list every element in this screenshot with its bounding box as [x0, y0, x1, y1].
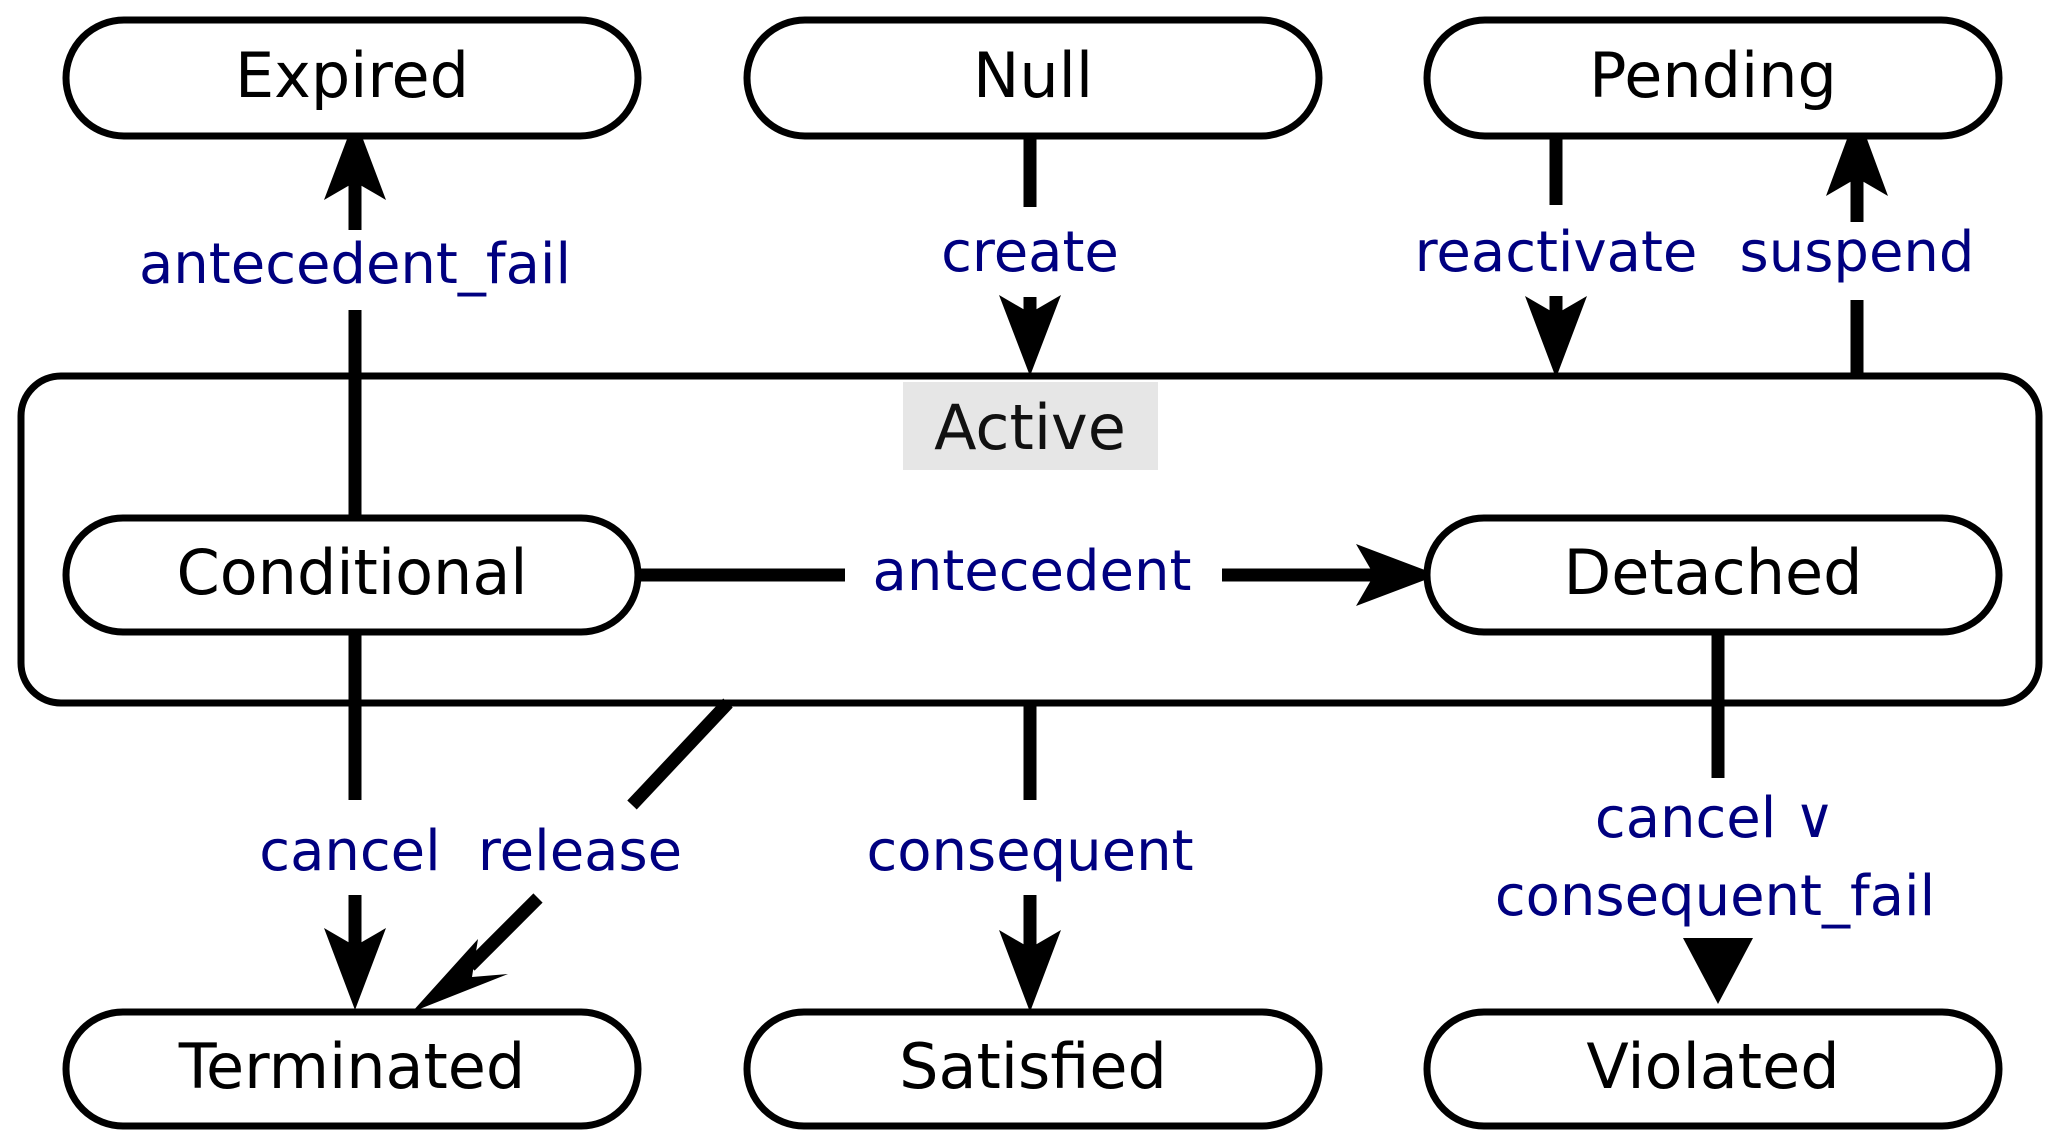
state-node-null-label: Null: [973, 39, 1093, 112]
edge-label-antecedent-fail: antecedent_fail: [139, 232, 571, 297]
arrowhead-suspend: [1826, 112, 1888, 196]
state-node-violated-shape: [1423, 1008, 2003, 1130]
arrowhead-cancel-or-fail: [1683, 938, 1753, 1004]
arrowhead-create: [999, 295, 1061, 376]
state-node-pending-shape: [1423, 16, 2003, 140]
state-node-violated-label: Violated: [1586, 1030, 1839, 1103]
state-node-conditional[interactable]: Conditional: [62, 514, 642, 636]
region-active-label-background: [903, 382, 1158, 470]
state-node-terminated-shape: [62, 1008, 642, 1130]
arrowhead-antecedent: [1356, 544, 1438, 606]
edge-label-cancel-or-fail-line1: cancel ∨: [1595, 786, 1835, 851]
arrowhead-antecedent-fail: [324, 118, 386, 200]
edge-label-create: create: [941, 220, 1119, 285]
state-node-null-shape: [743, 16, 1323, 140]
state-node-satisfied-shape: [743, 1008, 1323, 1130]
state-node-satisfied[interactable]: Satisfied: [743, 1008, 1323, 1130]
edge-line-release-lower: [465, 893, 543, 971]
state-node-expired[interactable]: Expired: [62, 16, 642, 140]
edge-label-cancel-or-fail-line2: consequent_fail: [1495, 864, 1935, 929]
region-active[interactable]: Active: [17, 372, 2043, 707]
transition-cancel-or-consequent-fail[interactable]: cancel ∨ consequent_fail: [1495, 628, 1935, 1004]
region-active-label: Active: [934, 391, 1126, 464]
state-node-expired-label: Expired: [235, 39, 469, 112]
arrowhead-consequent: [999, 930, 1061, 1012]
arrowhead-cancel: [324, 928, 386, 1010]
transition-release[interactable]: release: [412, 698, 733, 1012]
transition-consequent[interactable]: consequent: [866, 703, 1194, 1012]
state-node-null[interactable]: Null: [743, 16, 1323, 140]
arrowhead-release: [412, 939, 508, 1012]
state-node-conditional-shape: [62, 514, 642, 636]
edge-label-release: release: [478, 819, 682, 884]
transition-suspend[interactable]: suspend: [1740, 112, 1975, 376]
state-node-pending[interactable]: Pending: [1423, 16, 2003, 140]
region-active-border: [17, 372, 2043, 707]
state-node-detached-shape: [1423, 514, 2003, 636]
state-node-violated[interactable]: Violated: [1423, 1008, 2003, 1130]
state-node-detached[interactable]: Detached: [1423, 514, 2003, 636]
edge-label-reactivate: reactivate: [1415, 220, 1698, 285]
arrowhead-reactivate: [1525, 296, 1587, 378]
state-node-pending-label: Pending: [1589, 39, 1837, 112]
state-node-detached-label: Detached: [1563, 536, 1862, 609]
transition-cancel[interactable]: cancel: [259, 628, 441, 1010]
state-node-conditional-label: Conditional: [176, 536, 527, 609]
edge-label-antecedent: antecedent: [873, 539, 1192, 604]
edge-label-suspend: suspend: [1740, 220, 1975, 285]
state-node-satisfied-label: Satisfied: [899, 1030, 1167, 1103]
edge-label-consequent: consequent: [866, 819, 1193, 884]
transition-create[interactable]: create: [941, 108, 1119, 376]
transition-reactivate[interactable]: reactivate: [1415, 108, 1698, 378]
transition-antecedent-fail[interactable]: antecedent_fail: [139, 118, 571, 515]
transition-antecedent[interactable]: antecedent: [636, 539, 1438, 606]
state-node-terminated[interactable]: Terminated: [62, 1008, 642, 1130]
state-node-expired-shape: [62, 16, 642, 140]
edge-label-cancel: cancel: [259, 819, 440, 884]
state-node-terminated-label: Terminated: [178, 1030, 526, 1103]
edge-line-release-upper: [627, 698, 733, 810]
